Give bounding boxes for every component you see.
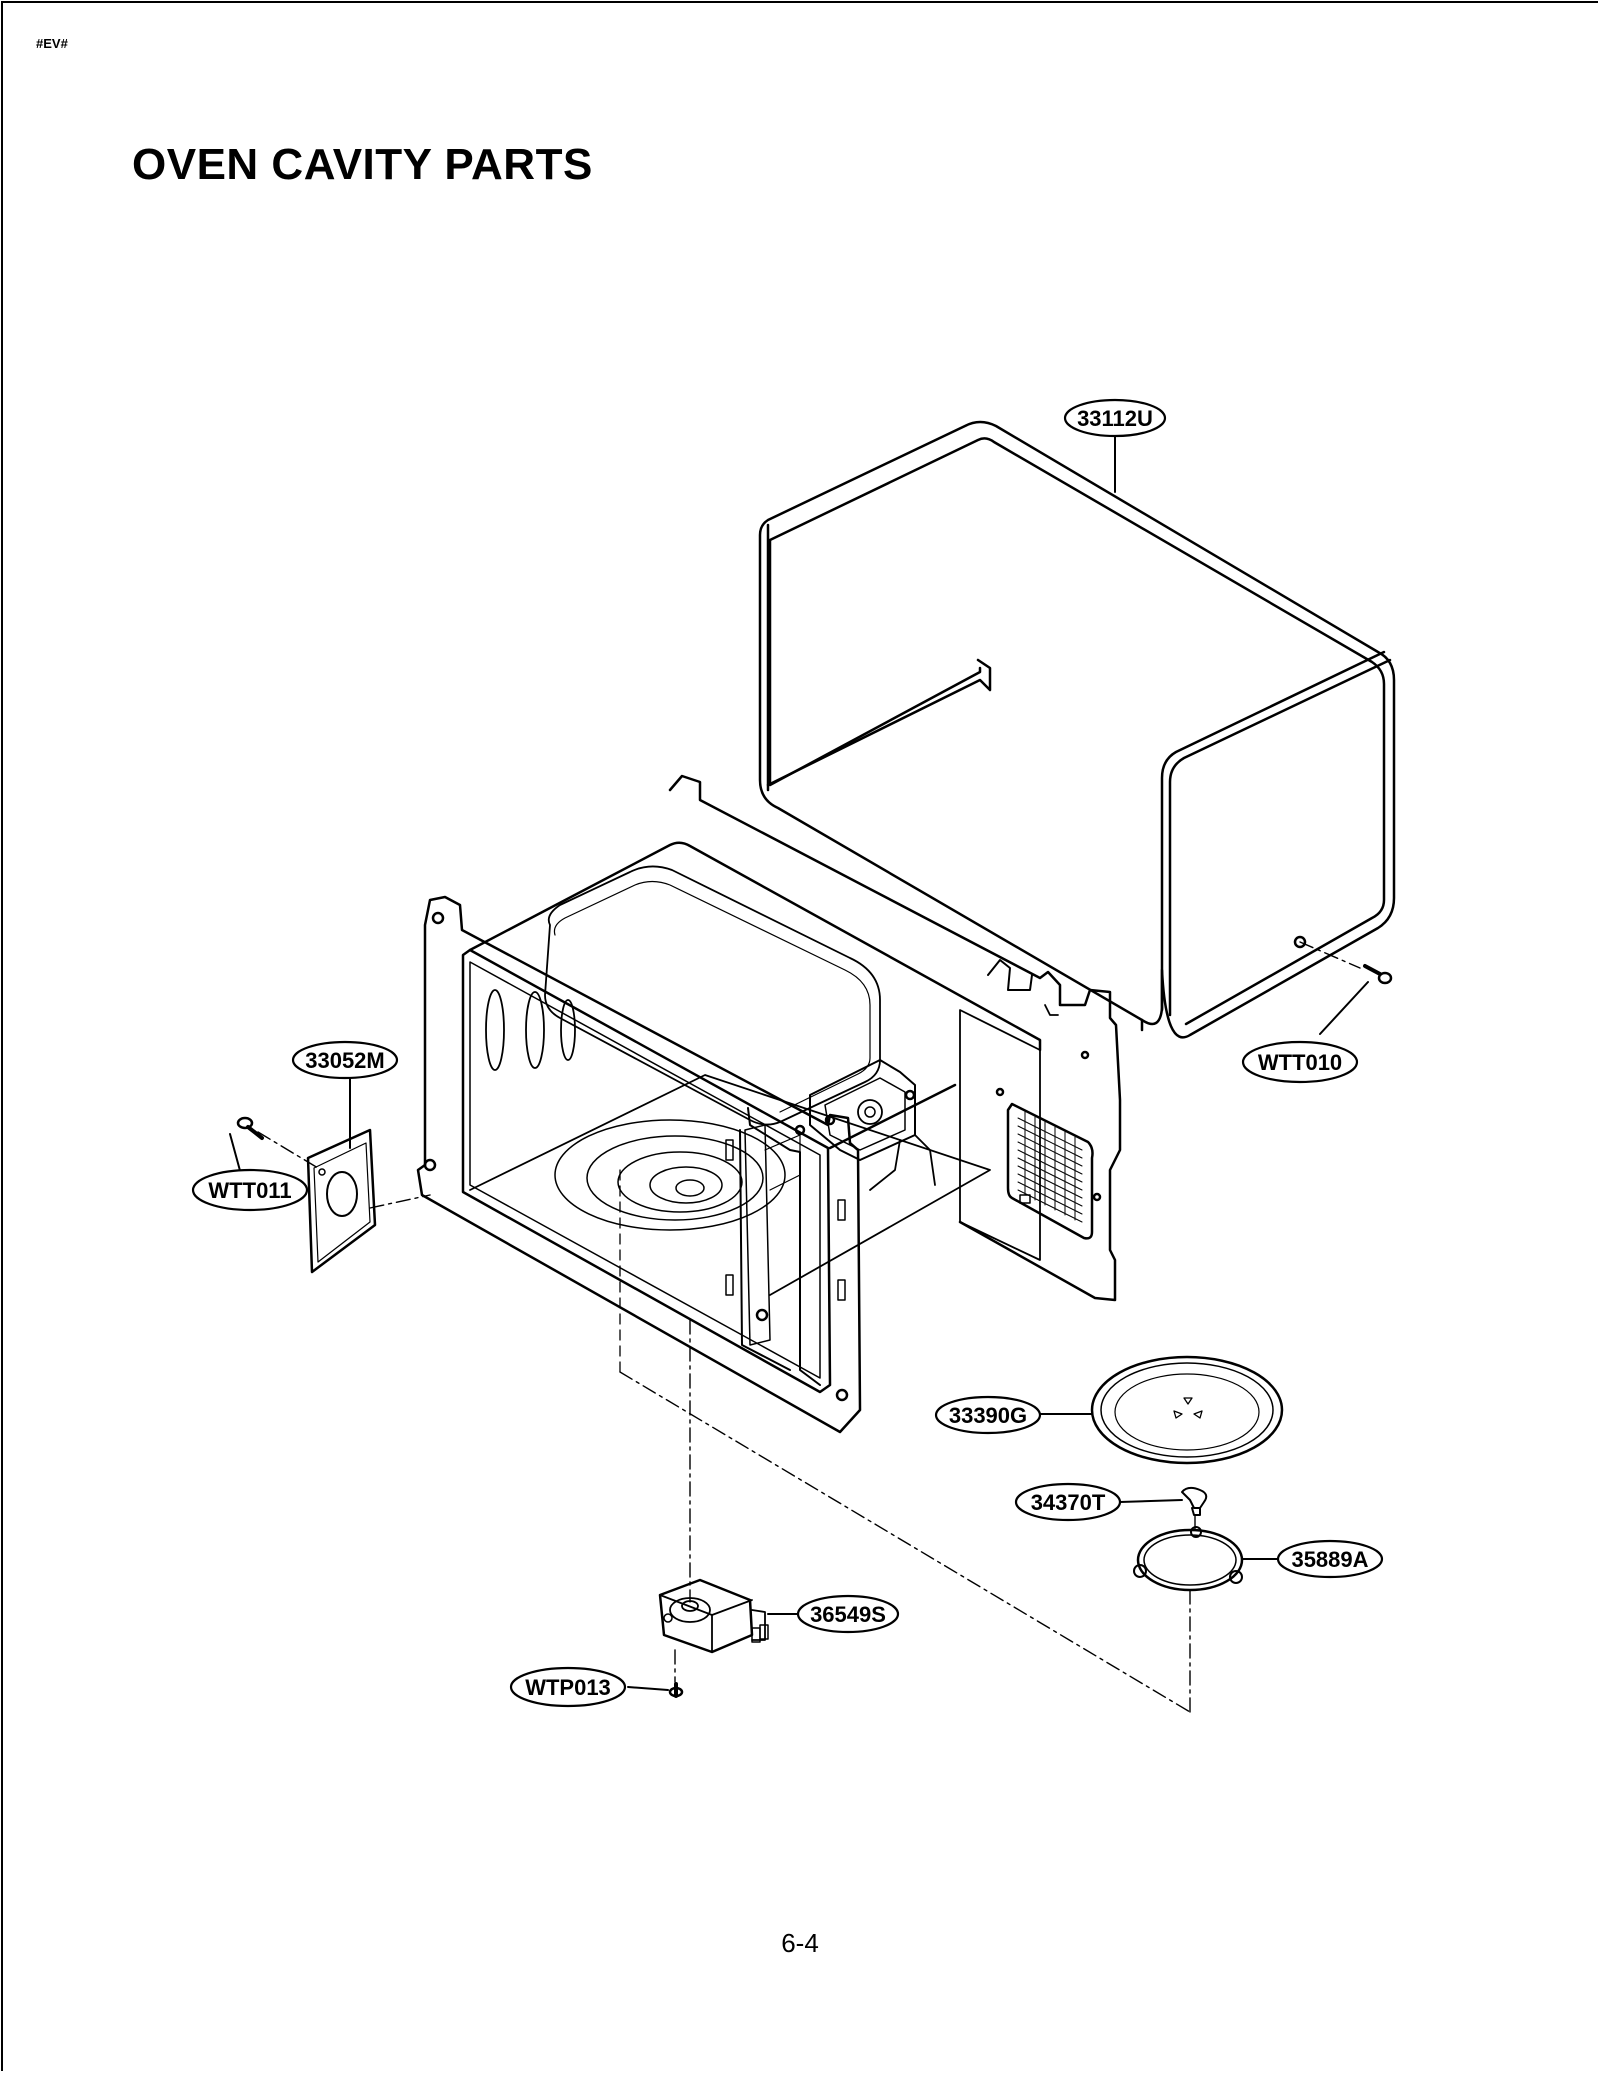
cover-plate-screw <box>236 1116 264 1140</box>
oven-cavity <box>416 774 1122 1434</box>
callout-label-cover-plate-screw: WTT011 <box>208 1178 291 1203</box>
callout-label-turntable-motor: 36549S <box>810 1602 886 1627</box>
callout-label-roller-ring: 35889A <box>1291 1547 1368 1572</box>
roller-ring <box>1133 1526 1244 1592</box>
assembly-lines <box>257 941 1361 1713</box>
page-number: 6-4 <box>781 1928 819 1958</box>
callout-33112U: 33112U <box>1063 398 1167 438</box>
callout-33390G: 33390G <box>934 1395 1042 1435</box>
case-screw <box>1363 964 1393 985</box>
cover-plate <box>306 1128 377 1274</box>
callout-35889A: 35889A <box>1276 1539 1384 1579</box>
motor-screw <box>668 1682 684 1698</box>
callout-label-case-screw: WTT010 <box>1258 1050 1342 1075</box>
callout-34370T: 34370T <box>1014 1482 1122 1522</box>
glass-tray <box>1090 1355 1284 1465</box>
document-code: #EV# <box>36 36 68 51</box>
callout-WTT010: WTT010 <box>1241 1040 1359 1084</box>
callout-WTP013: WTP013 <box>509 1666 627 1708</box>
callout-label-cover-plate: 33052M <box>305 1048 385 1073</box>
callout-label-coupler: 34370T <box>1031 1490 1106 1515</box>
callout-label-glass-tray: 33390G <box>949 1403 1027 1428</box>
callout-36549S: 36549S <box>796 1594 900 1634</box>
callouts: 33112U WTT010 33052M WTT011 33390G 34370… <box>191 398 1384 1708</box>
callout-33052M: 33052M <box>291 1040 399 1080</box>
page-title: OVEN CAVITY PARTS <box>132 140 593 189</box>
turntable-motor <box>658 1578 769 1654</box>
coupler <box>1181 1486 1208 1516</box>
outer-case <box>758 420 1396 1039</box>
callout-label-motor-screw: WTP013 <box>525 1675 611 1700</box>
vent-grille <box>1017 1111 1083 1223</box>
callout-WTT011: WTT011 <box>191 1168 309 1212</box>
leader-lines <box>229 434 1369 1691</box>
callout-label-outer-case: 33112U <box>1077 406 1153 431</box>
